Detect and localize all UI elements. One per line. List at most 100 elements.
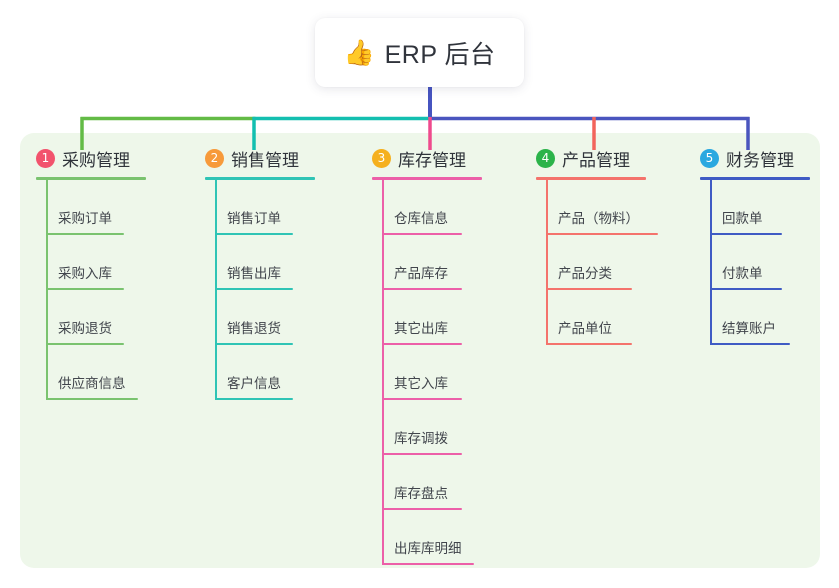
leaf-underline (46, 288, 124, 290)
column-header-1[interactable]: 1 采购管理 (36, 145, 146, 171)
column-header-3[interactable]: 3 库存管理 (372, 145, 482, 171)
leaf-list: 回款单付款单结算账户 (700, 180, 810, 345)
leaf-node-label: 库存盘点 (394, 486, 448, 501)
leaf-node[interactable]: 产品（物料） (536, 180, 658, 235)
leaf-node-label: 仓库信息 (394, 211, 448, 226)
leaf-underline (46, 343, 124, 345)
leaf-node-label: 其它入库 (394, 376, 448, 391)
leaf-underline (382, 398, 462, 400)
column-title: 产品管理 (562, 150, 630, 170)
leaf-node[interactable]: 产品分类 (536, 235, 646, 290)
leaf-node[interactable]: 销售出库 (205, 235, 315, 290)
leaf-node[interactable]: 库存调拨 (372, 400, 482, 455)
leaf-node[interactable]: 出库库明细 (372, 510, 482, 565)
leaf-underline (382, 233, 462, 235)
root-node-title: ERP 后台 (384, 40, 496, 69)
leaf-underline (46, 398, 138, 400)
root-node[interactable]: 👍 ERP 后台 (315, 18, 524, 87)
leaf-node-label: 销售订单 (227, 211, 281, 226)
leaf-list: 产品（物料） 产品分类产品单位 (536, 180, 658, 345)
leaf-node-label: 产品分类 (558, 266, 612, 281)
thumbs-up-icon: 👍 (343, 38, 375, 67)
leaf-underline (215, 343, 293, 345)
leaf-underline (546, 343, 632, 345)
leaf-underline (382, 288, 462, 290)
leaf-underline (382, 343, 462, 345)
leaf-underline (710, 288, 782, 290)
leaf-node-label: 产品库存 (394, 266, 448, 281)
leaf-node[interactable]: 采购订单 (36, 180, 146, 235)
leaf-node[interactable]: 采购退货 (36, 290, 146, 345)
leaf-node[interactable]: 付款单 (700, 235, 810, 290)
leaf-node-label: 其它出库 (394, 321, 448, 336)
branch-stem (215, 180, 217, 400)
leaf-node[interactable]: 其它出库 (372, 290, 482, 345)
leaf-underline (382, 453, 462, 455)
column-header-5[interactable]: 5 财务管理 (700, 145, 810, 171)
column-title: 销售管理 (231, 150, 299, 170)
leaf-node[interactable]: 仓库信息 (372, 180, 482, 235)
leaf-node[interactable]: 销售订单 (205, 180, 315, 235)
leaf-node-label: 结算账户 (722, 321, 776, 336)
branch-stem (546, 180, 548, 345)
leaf-underline (46, 233, 124, 235)
leaf-underline (215, 398, 293, 400)
column-underline (36, 177, 146, 180)
leaf-node-label: 产品（物料） (558, 211, 639, 226)
leaf-node[interactable]: 库存盘点 (372, 455, 482, 510)
leaf-underline (546, 233, 658, 235)
column-underline (205, 177, 315, 180)
leaf-node[interactable]: 回款单 (700, 180, 810, 235)
column-underline (700, 177, 810, 180)
column-title: 库存管理 (398, 150, 466, 170)
diagram-panel (20, 133, 820, 568)
column-5: 5 财务管理回款单付款单结算账户 (700, 145, 810, 345)
column-title: 采购管理 (62, 150, 130, 170)
leaf-node-label: 供应商信息 (58, 376, 126, 391)
branch-stem (382, 180, 384, 565)
leaf-node-label: 采购退货 (58, 321, 112, 336)
leaf-node[interactable]: 客户信息 (205, 345, 315, 400)
leaf-underline (382, 508, 462, 510)
column-header-2[interactable]: 2 销售管理 (205, 145, 315, 171)
leaf-node[interactable]: 其它入库 (372, 345, 482, 400)
leaf-node-label: 客户信息 (227, 376, 281, 391)
leaf-node[interactable]: 产品单位 (536, 290, 646, 345)
leaf-node[interactable]: 结算账户 (700, 290, 810, 345)
number-badge-icon: 2 (205, 148, 224, 168)
leaf-node[interactable]: 销售退货 (205, 290, 315, 345)
leaf-underline (382, 563, 474, 565)
leaf-list: 仓库信息产品库存其它出库其它入库库存调拨库存盘点出库库明细 (372, 180, 482, 565)
leaf-underline (710, 343, 790, 345)
column-title: 财务管理 (726, 150, 794, 170)
number-badge-icon: 3 (372, 148, 391, 168)
leaf-node-label: 采购订单 (58, 211, 112, 226)
leaf-underline (546, 288, 632, 290)
leaf-node[interactable]: 供应商信息 (36, 345, 146, 400)
leaf-list: 采购订单采购入库采购退货供应商信息 (36, 180, 146, 400)
number-badge-icon: 1 (36, 148, 55, 168)
leaf-node-label: 采购入库 (58, 266, 112, 281)
leaf-node-label: 付款单 (722, 266, 763, 281)
branch-stem (710, 180, 712, 345)
leaf-node-label: 出库库明细 (394, 541, 462, 556)
leaf-node[interactable]: 产品库存 (372, 235, 482, 290)
column-1: 1 采购管理采购订单采购入库采购退货供应商信息 (36, 145, 146, 400)
column-underline (536, 177, 646, 180)
column-2: 2 销售管理销售订单销售出库销售退货客户信息 (205, 145, 315, 400)
leaf-node[interactable]: 采购入库 (36, 235, 146, 290)
leaf-node-label: 销售退货 (227, 321, 281, 336)
column-3: 3 库存管理仓库信息产品库存其它出库其它入库库存调拨库存盘点出库库明细 (372, 145, 482, 565)
leaf-underline (215, 233, 293, 235)
leaf-underline (215, 288, 293, 290)
column-underline (372, 177, 482, 180)
leaf-list: 销售订单销售出库销售退货客户信息 (205, 180, 315, 400)
leaf-node-label: 回款单 (722, 211, 763, 226)
leaf-node-label: 库存调拨 (394, 431, 448, 446)
branch-stem (46, 180, 48, 400)
number-badge-icon: 5 (700, 148, 719, 168)
leaf-node-label: 销售出库 (227, 266, 281, 281)
